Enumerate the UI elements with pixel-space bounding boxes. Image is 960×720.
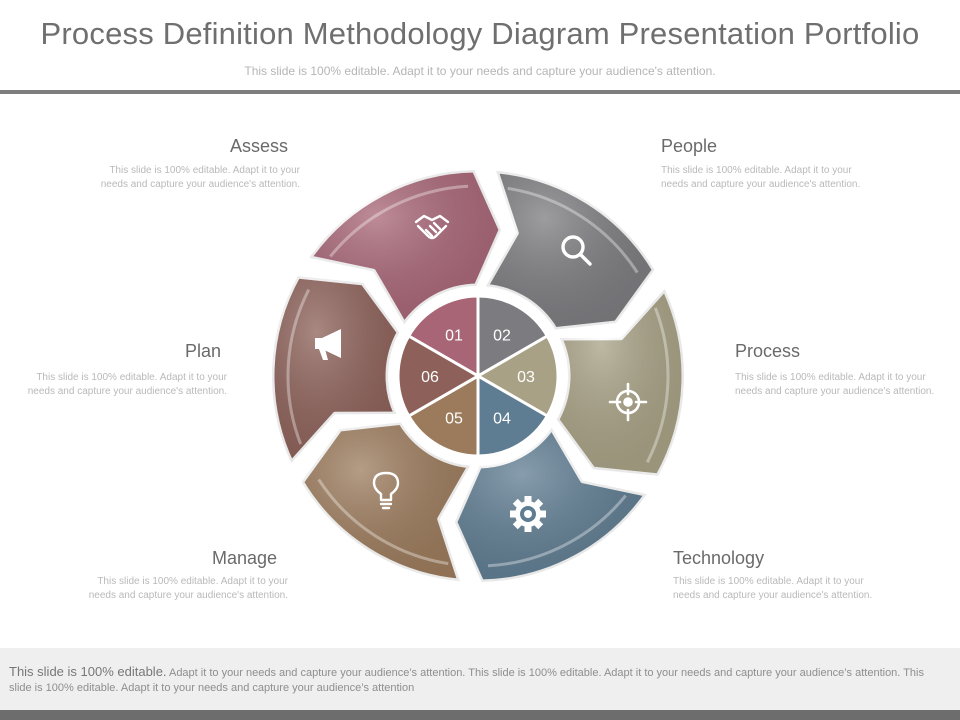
segment-highlight xyxy=(645,307,670,463)
handshake-icon xyxy=(414,214,450,240)
segment-sheen xyxy=(556,288,684,476)
bottom-bar xyxy=(0,710,960,720)
wedge-06 xyxy=(396,333,481,419)
gear-tooth xyxy=(524,496,532,504)
footer-body: Adapt it to your needs and capture your … xyxy=(9,667,924,694)
wedge-number-01: 01 xyxy=(445,327,463,344)
page-title: Process Definition Methodology Diagram P… xyxy=(40,16,920,51)
label-process: Process xyxy=(735,341,801,361)
gear-tooth xyxy=(524,524,532,532)
segment-sheen xyxy=(272,276,400,464)
segment-highlight xyxy=(317,478,449,566)
label-plan: Plan xyxy=(185,341,222,361)
search-icon xyxy=(561,235,592,266)
number-labels: 01 02 03 04 05 06 xyxy=(421,327,535,427)
outer-ring xyxy=(269,167,687,585)
wedge-number-03: 03 xyxy=(517,369,535,386)
page-subtitle: This slide is 100% editable. Adapt it to… xyxy=(244,64,716,78)
segment-highlight xyxy=(329,184,469,258)
inner-ring xyxy=(393,291,563,461)
wedge-number-06: 06 xyxy=(421,369,439,386)
footer-text: This slide is 100% editable. Adapt it to… xyxy=(9,664,939,696)
footer-band xyxy=(0,648,960,710)
target-icon xyxy=(608,382,648,422)
segment-highlight xyxy=(507,186,639,274)
wedge-01 xyxy=(406,294,480,379)
desc-plan: This slide is 100% editable. Adapt it to… xyxy=(27,372,227,397)
label-technology: Technology xyxy=(673,548,765,568)
wedge-04 xyxy=(476,373,550,458)
wedge-number-04: 04 xyxy=(493,411,511,428)
footer-lead: This slide is 100% editable. xyxy=(9,664,167,679)
lightbulb-icon xyxy=(372,471,400,510)
title-divider xyxy=(0,90,960,94)
wedge-02 xyxy=(476,294,550,379)
desc-assess: This slide is 100% editable. Adapt it to… xyxy=(100,165,300,190)
segment-highlight xyxy=(487,494,627,568)
desc-manage: This slide is 100% editable. Adapt it to… xyxy=(88,576,288,601)
desc-technology: This slide is 100% editable. Adapt it to… xyxy=(673,576,873,601)
wedge-05 xyxy=(406,373,480,458)
wedge-number-02: 02 xyxy=(493,327,511,344)
desc-process: This slide is 100% editable. Adapt it to… xyxy=(735,372,935,397)
segment-sheen xyxy=(301,422,471,582)
label-manage: Manage xyxy=(212,548,278,568)
gear-icon xyxy=(510,496,546,532)
label-assess: Assess xyxy=(230,136,289,156)
segment-sheen xyxy=(485,170,655,330)
megaphone-icon xyxy=(315,329,341,360)
label-people: People xyxy=(661,136,718,156)
wedge-number-05: 05 xyxy=(445,411,463,428)
segment-sheen xyxy=(309,170,502,325)
desc-people: This slide is 100% editable. Adapt it to… xyxy=(661,165,861,190)
segment-highlight xyxy=(286,289,311,445)
wedge-03 xyxy=(475,333,560,419)
segment-sheen xyxy=(454,427,647,582)
